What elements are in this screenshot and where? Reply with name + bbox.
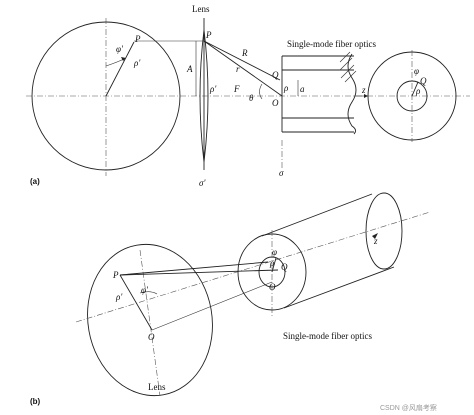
fiber-title-b: Single-mode fiber optics	[283, 331, 372, 341]
label-r: r	[236, 64, 240, 74]
ray-r	[203, 40, 283, 97]
label-O-lens-b: O	[148, 332, 155, 342]
fiber-top-edge-b	[261, 193, 373, 237]
label-P-b: P	[112, 270, 119, 280]
label-rho: ρ	[283, 83, 289, 93]
ray-b-2	[119, 269, 279, 276]
ray-b-1	[119, 261, 269, 276]
phi-prime-arc-b	[139, 291, 158, 295]
label-phi-prime-left: φ'	[116, 44, 124, 54]
ray-R	[203, 40, 281, 81]
panel-b-tag: (b)	[30, 397, 41, 406]
fiber-bottom-edge-b	[283, 266, 395, 309]
fiber-break-line	[347, 53, 357, 135]
label-phi-right: φ	[414, 66, 419, 76]
label-P-lens: P	[205, 30, 212, 40]
label-Q-right: Q	[420, 76, 427, 86]
label-A: A	[186, 64, 193, 74]
z-arrowhead-b	[372, 233, 378, 239]
label-a: a	[300, 84, 305, 94]
label-theta: θ	[249, 93, 254, 103]
fiber-rho-vector-b	[271, 257, 277, 273]
panel-a: P φ' ρ' Lens A P ρ' σ' R r F θ Single-mo…	[26, 4, 470, 188]
lens-a	[199, 29, 209, 163]
label-F: F	[233, 84, 240, 94]
lens-title-b: Lens	[148, 382, 166, 392]
label-phi-prime-b: φ'	[141, 285, 149, 295]
label-z-b: z	[373, 236, 378, 246]
label-R: R	[241, 48, 248, 58]
z-arrowhead	[364, 94, 368, 98]
optical-axis-b	[75, 211, 431, 323]
label-O: O	[272, 98, 279, 108]
label-P-left: P	[134, 34, 141, 44]
label-sigma-prime: σ'	[199, 178, 206, 188]
label-rho-prime-lens: ρ'	[209, 84, 217, 94]
fiber-title-a: Single-mode fiber optics	[287, 39, 376, 49]
label-Q-b: Q	[281, 262, 288, 272]
phi-prime-arrowhead	[121, 57, 126, 61]
watermark: CSDN @风扇考察	[380, 403, 437, 412]
label-z-a: z	[361, 85, 366, 95]
cross-section-rho-vector	[411, 81, 419, 97]
lens-ellipse-b	[87, 243, 213, 397]
label-sigma: σ	[279, 168, 284, 178]
axis-link-b	[151, 281, 273, 331]
rho-prime-vector-b	[119, 274, 153, 331]
lens-title-a: Lens	[192, 4, 210, 14]
label-rho-b: ρ	[269, 258, 275, 268]
fiber-far-end-b	[365, 192, 403, 270]
label-phi-b: φ	[272, 247, 277, 257]
label-rho-prime-left: ρ'	[133, 58, 141, 68]
panel-b: P ρ' φ' O φ ρ Q O z Single-mode fiber op…	[30, 192, 431, 406]
label-O-fiber-b: O	[269, 282, 276, 292]
label-Q: Q	[272, 70, 279, 80]
theta-arc	[259, 83, 263, 100]
label-rho-right: ρ	[415, 86, 421, 96]
fiber-break-hatch	[339, 51, 357, 83]
panel-a-tag: (a)	[30, 177, 40, 186]
label-rho-prime-b: ρ'	[115, 292, 123, 302]
rho-prime-vector	[105, 41, 135, 97]
